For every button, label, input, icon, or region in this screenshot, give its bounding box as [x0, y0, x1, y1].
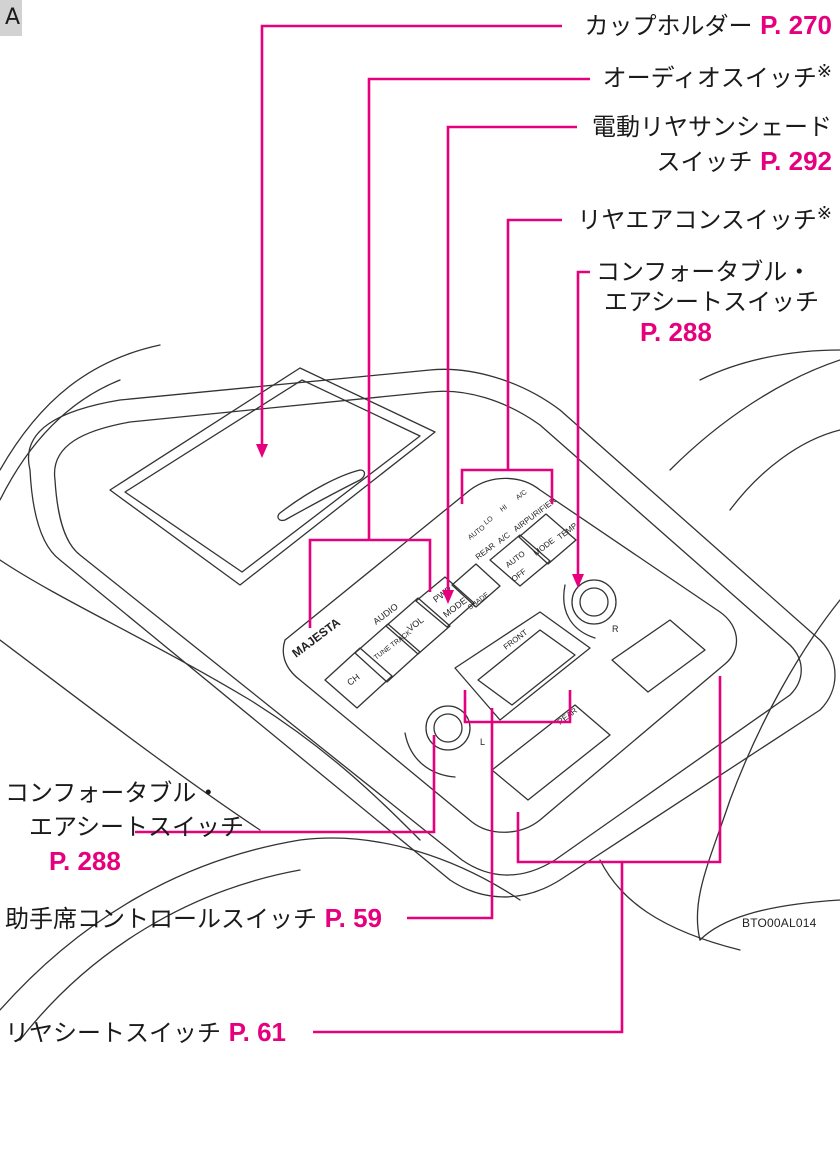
callout-rear-seat-page[interactable]: P. 61: [228, 1017, 286, 1047]
knob-left-label: L: [480, 737, 485, 747]
callout-cup-holder-page[interactable]: P. 270: [760, 10, 832, 40]
leader-cup-holder: [260, 24, 562, 450]
callout-comfort-left-page[interactable]: P. 288: [49, 846, 121, 876]
leader-rear-ac: [506, 218, 562, 470]
left-seat-outline: [0, 344, 161, 471]
audio-button-group: [324, 576, 475, 709]
ac-ind-auto: AUTO: [467, 524, 487, 542]
audio-mode: MODE: [441, 595, 469, 619]
audio-vol: VOL: [405, 615, 425, 634]
callout-rear-ac-label: リヤエアコンスイッチ: [577, 206, 817, 234]
callout-comfort-right: コンフォータブル・ エアシートスイッチ P. 288: [596, 257, 819, 347]
ac-btn-auto: AUTO: [504, 549, 527, 569]
console-body: [27, 368, 836, 898]
ac-title-rear: REAR: [474, 541, 497, 562]
right-seat-outline: [669, 359, 840, 471]
leader-comfort-left: [135, 735, 436, 834]
audio-title: AUDIO: [371, 601, 400, 626]
ac-ind-ac: A/C: [515, 489, 529, 502]
control-panel: [282, 477, 738, 833]
rear-seat-control: [491, 704, 611, 801]
ac-btn-temp: TEMP: [556, 521, 579, 542]
callout-audio-note: ※: [816, 61, 832, 82]
callout-rear-shade-line2: スイッチ: [656, 148, 753, 176]
callout-comfort-left: コンフォータブル・ エアシートスイッチ P. 288: [5, 778, 244, 876]
ac-btn-mode: MODE: [532, 536, 557, 558]
ac-ind-lo: LO: [483, 515, 495, 527]
callout-rear-shade-line1: 電動リヤサンシェード: [592, 113, 832, 141]
callout-comfort-right-page[interactable]: P. 288: [640, 317, 712, 347]
callout-rear-seat-label: リヤシートスイッチ: [5, 1019, 221, 1047]
ac-ind-hi: HI: [499, 504, 509, 514]
figure-code: BTO00AL014: [742, 916, 817, 930]
callout-audio-label: オーディオスイッチ: [602, 64, 817, 92]
callout-comfort-left-line1: コンフォータブル・: [5, 779, 221, 807]
callout-passenger-label: 助手席コントロールスイッチ: [5, 905, 317, 933]
callout-comfort-right-line1: コンフォータブル・: [596, 258, 812, 286]
cup-holder-lid: [109, 367, 436, 586]
section-tab: A: [0, 0, 22, 36]
callout-rear-ac: リヤエアコンスイッチ※: [577, 205, 832, 235]
ac-button-group: [489, 513, 577, 587]
callout-cup-holder: カップホルダー P. 270: [585, 10, 832, 41]
right-seat-buttons: [611, 619, 706, 693]
leader-rear-seat: [313, 862, 624, 1034]
callout-comfort-right-line2: エアシートスイッチ: [604, 288, 820, 316]
right-knob: [571, 579, 617, 625]
callout-audio-switch: オーディオスイッチ※: [603, 63, 832, 93]
audio-ch: CH: [345, 672, 361, 688]
callout-comfort-left-line2: エアシートスイッチ: [29, 813, 245, 841]
leader-audio: [367, 77, 590, 540]
callout-cup-holder-label: カップホルダー: [584, 12, 753, 40]
callout-rear-shade: 電動リヤサンシェード スイッチ P. 292: [592, 112, 832, 177]
knob-right-label: R: [612, 624, 619, 634]
brand-text: MAJESTA: [289, 615, 343, 660]
front-label: FRONT: [502, 628, 530, 652]
callout-passenger-page[interactable]: P. 59: [324, 903, 382, 933]
shade-button: [451, 563, 501, 608]
leader-shade: [446, 125, 577, 596]
leader-passenger: [407, 708, 494, 920]
leader-comfort-right: [576, 270, 590, 580]
front-seat-control: [477, 629, 576, 706]
callout-rear-seat: リヤシートスイッチ P. 61: [5, 1017, 286, 1048]
callout-rear-shade-page[interactable]: P. 292: [760, 146, 832, 176]
callout-rear-ac-note: ※: [816, 203, 832, 224]
rear-label: REAR: [556, 706, 579, 727]
left-knob: [425, 705, 471, 751]
callout-passenger-control: 助手席コントロールスイッチ P. 59: [5, 903, 382, 934]
